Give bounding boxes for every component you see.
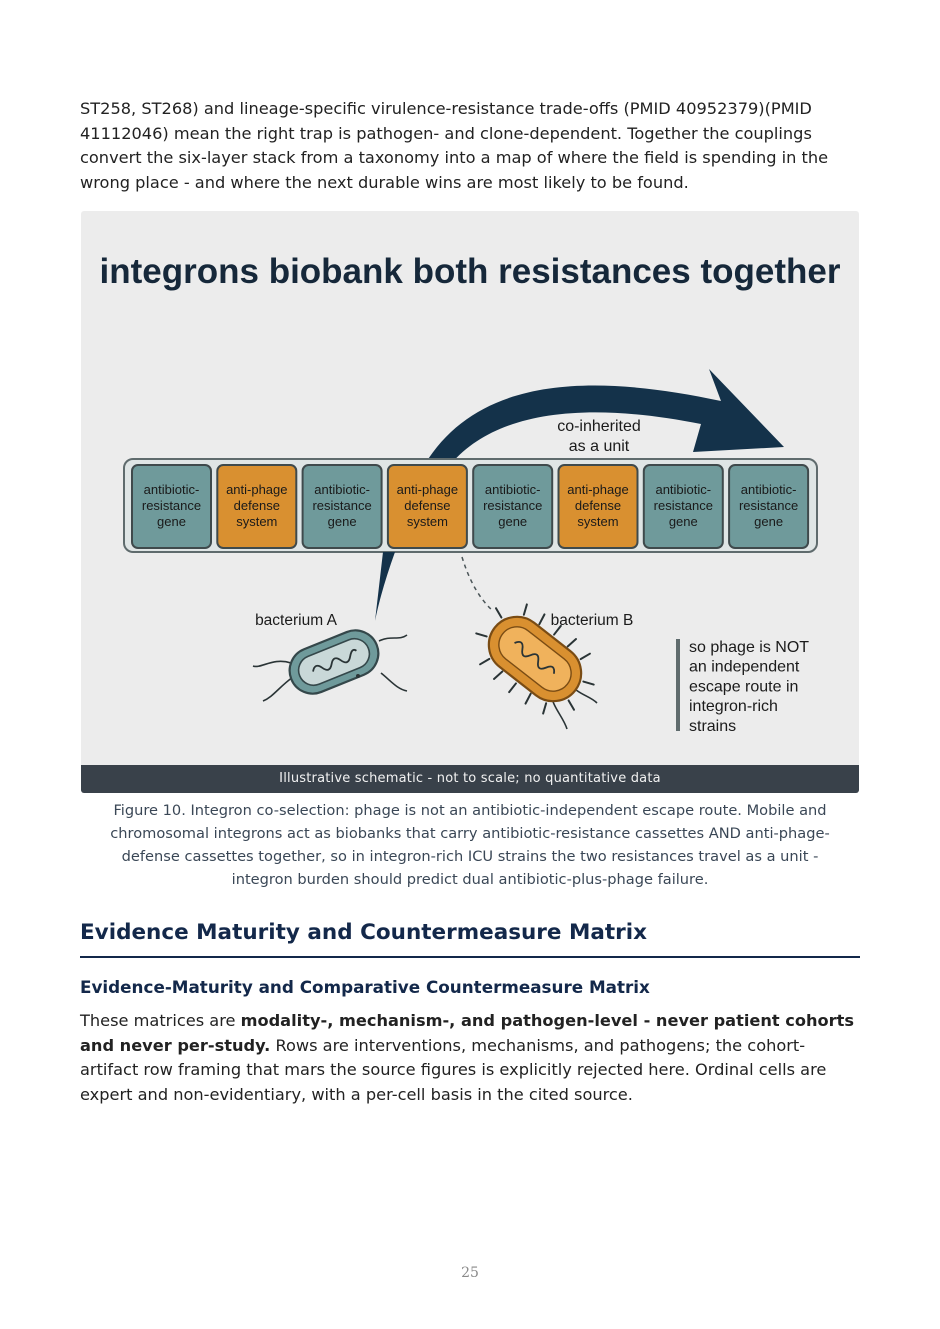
bacterium-b-icon: [475, 603, 598, 730]
cassette-label-line: gene: [498, 514, 527, 529]
paragraph-rest: Rows are interventions, mechanisms, and …: [80, 1035, 827, 1104]
cassette-label-line: resistance: [654, 498, 713, 513]
side-note-line: strains: [689, 718, 736, 735]
co-inheritance-arrow: [425, 369, 784, 464]
cassette-label-line: gene: [754, 514, 783, 529]
cassette-label-line: anti-phage: [567, 482, 628, 497]
cassette-label-line: system: [407, 514, 448, 529]
pointer-to-bacterium-a: [375, 552, 395, 621]
cassette-label-line: antibiotic-: [655, 482, 711, 497]
dashed-pointer-to-bacterium-b: [461, 556, 494, 612]
cassette-label-line: defense: [575, 498, 621, 513]
body-paragraph-bottom: These matrices are modality-, mechanism-…: [80, 1009, 860, 1107]
arrow-label-line-1: co-inherited: [557, 418, 641, 435]
cassette-label-line: gene: [669, 514, 698, 529]
cassette-label-line: resistance: [312, 498, 371, 513]
figure-footer: Illustrative schematic - not to scale; n…: [81, 765, 859, 793]
side-note-line: so phage is NOT: [689, 639, 809, 656]
cassette-label-line: defense: [404, 498, 450, 513]
bacterium-b-label: bacterium B: [551, 612, 634, 629]
figure-caption: Figure 10. Integron co-selection: phage …: [110, 802, 830, 888]
cassette-label-line: resistance: [483, 498, 542, 513]
section-heading-rule: [80, 956, 860, 958]
cassette-label-line: resistance: [142, 498, 201, 513]
cassette-label-line: anti-phage: [226, 482, 287, 497]
cassette-label-line: antibiotic-: [144, 482, 200, 497]
side-note-line: integron-rich: [689, 698, 778, 715]
cassette-label-line: antibiotic-: [314, 482, 370, 497]
cassette-label-line: system: [236, 514, 277, 529]
cassette-label-line: system: [577, 514, 618, 529]
cassette-label-line: resistance: [739, 498, 798, 513]
side-note-line: an independent: [689, 659, 800, 676]
cassette-label-line: antibiotic-: [741, 482, 797, 497]
paragraph-bold: modality-, mechanism-, and pathogen-leve…: [80, 1011, 854, 1055]
body-paragraph-top: ST258, ST268) and lineage-specific virul…: [80, 99, 829, 192]
bacterium-a-label: bacterium A: [255, 612, 338, 629]
page-number: 25: [461, 1265, 479, 1281]
section-heading: Evidence Maturity and Countermeasure Mat…: [80, 920, 647, 945]
figure-integron-schematic: integrons biobank both resistances toget…: [81, 211, 859, 793]
cassette-label-line: antibiotic-: [485, 482, 541, 497]
arrow-label-line-2: as a unit: [569, 438, 630, 455]
cassette-label-line: gene: [157, 514, 186, 529]
figure-title: integrons biobank both resistances toget…: [100, 252, 841, 291]
side-note-line: escape route in: [689, 678, 798, 695]
cassette-label-line: defense: [234, 498, 280, 513]
bacterium-a-icon: [252, 629, 408, 702]
side-note-bar: [676, 639, 680, 731]
cassette-label-line: anti-phage: [397, 482, 458, 497]
subsection-heading: Evidence-Maturity and Comparative Counte…: [80, 977, 650, 997]
paragraph-lead: These matrices are: [80, 1011, 241, 1030]
side-note: so phage is NOT an independent escape rout…: [689, 639, 809, 735]
cassette-label-line: gene: [328, 514, 357, 529]
figure-canvas: integrons biobank both resistances toget…: [100, 252, 841, 735]
cassette-row: antibiotic-resistancegeneanti-phagedefen…: [131, 464, 810, 549]
